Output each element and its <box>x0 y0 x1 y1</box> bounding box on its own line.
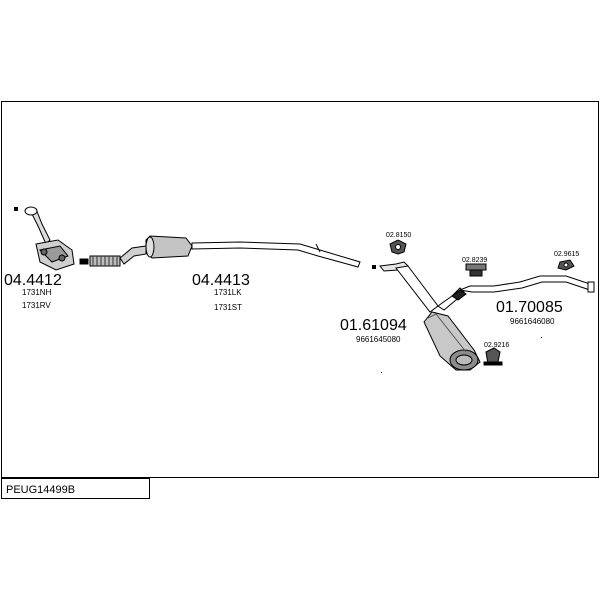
connector-marker <box>372 265 376 269</box>
diagram-frame <box>1 101 599 478</box>
accessory-number: 02.8150 <box>386 232 411 239</box>
part-ref: 9661645080 <box>356 335 401 344</box>
part-ref: 1731RV <box>22 301 51 310</box>
marker-dot <box>381 372 382 373</box>
accessory-number: 02.9216 <box>484 342 509 349</box>
accessory-02-8150-illustration <box>389 239 407 255</box>
accessory-number: 02.9615 <box>554 251 579 258</box>
accessory-02-9216-illustration <box>483 347 503 366</box>
accessory-number: 02.8239 <box>462 257 487 264</box>
part-04-4412-illustration <box>14 206 75 271</box>
part-04-4413-illustration <box>119 235 361 268</box>
part-ref: 1731NH <box>22 288 52 297</box>
part-ref: 1731LK <box>214 288 242 297</box>
part-01-61094-illustration <box>379 261 481 371</box>
marker-dot <box>541 337 542 338</box>
accessory-02-9615-illustration <box>557 259 575 271</box>
flex-pipe-illustration <box>79 255 121 267</box>
part-number: 04.4413 <box>192 272 250 289</box>
part-ref: 9661646080 <box>510 317 555 326</box>
accessory-02-8239-illustration <box>465 263 487 277</box>
part-number: 01.61094 <box>340 317 407 334</box>
part-number: 04.4412 <box>4 272 62 289</box>
diagram-title: PEUG14499B <box>6 484 75 496</box>
part-ref: 1731ST <box>214 303 242 312</box>
part-01-70085-illustration <box>451 275 595 301</box>
title-box <box>1 478 150 499</box>
part-number: 01.70085 <box>496 299 563 316</box>
